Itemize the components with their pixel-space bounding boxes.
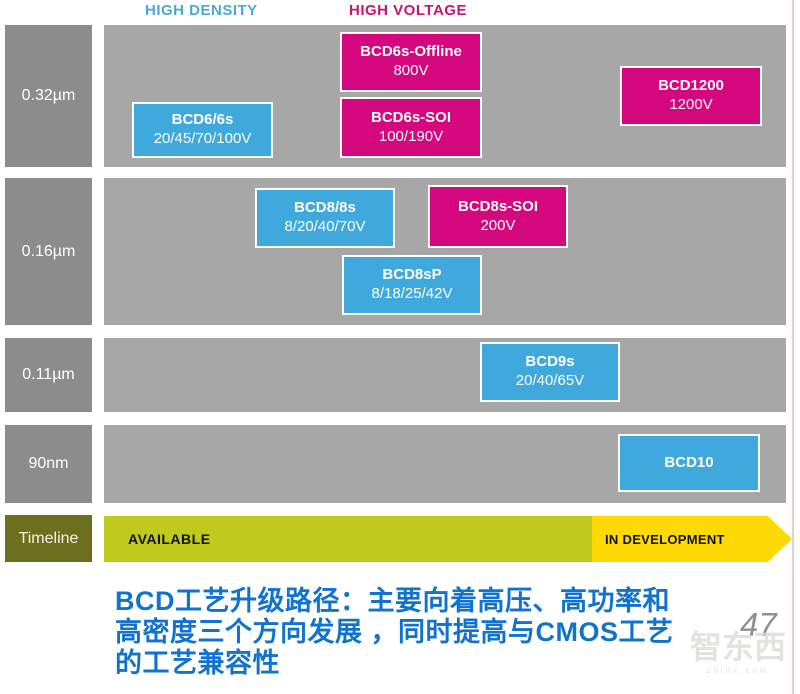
tech-box-bcd8s-soi: BCD8s-SOI 200V [428, 185, 568, 248]
caption-line-3: 的工艺兼容性 [115, 648, 280, 678]
tech-box-title: BCD8sP [382, 266, 442, 284]
column-header-high-density: HIGH DENSITY [145, 2, 258, 19]
tech-box-subtitle: 20/40/65V [515, 372, 585, 389]
tech-box-bcd8-8s: BCD8/8s 8/20/40/70V [255, 188, 395, 248]
caption-line-2: 高密度三个方向发展 ，同时提高与CMOS工艺 [115, 617, 674, 647]
tech-box-bcd6s-soi: BCD6s-SOI 100/190V [340, 97, 482, 158]
tech-box-title: BCD8s-SOI [457, 197, 539, 215]
lane-011um [104, 338, 786, 412]
tech-box-title: BCD8/8s [294, 199, 356, 217]
tech-box-title: BCD10 [664, 453, 714, 471]
page-number: 47 [740, 606, 777, 643]
timeline-available-bar: AVAILABLE [104, 516, 592, 562]
tech-box-title: BCD6/6s [171, 111, 234, 129]
row-label-011um: 0.11µm [5, 338, 92, 412]
tech-box-subtitle: 8/20/40/70V [284, 218, 366, 235]
tech-box-subtitle: 1200V [669, 96, 713, 113]
row-label-032um: 0.32µm [5, 25, 92, 167]
tech-box-title: BCD1200 [658, 77, 724, 95]
row-label-016um: 0.16µm [5, 178, 92, 325]
timeline-development-arrow: IN DEVELOPMENT [592, 516, 792, 562]
slide-caption: BCD工艺升级路径：主要向着高压、高功率和 高密度三个方向发展 ，同时提高与CM… [115, 586, 695, 679]
caption-line-1: BCD工艺升级路径：主要向着高压、高功率和 [115, 586, 670, 616]
tech-box-subtitle: 100/190V [378, 127, 444, 145]
tech-box-title: BCD6s-SOI [370, 108, 452, 126]
tech-box-title: BCD6s-Offline [360, 43, 462, 61]
page-edge-divider [792, 0, 794, 694]
tech-box-bcd8sp: BCD8sP 8/18/25/42V [342, 255, 482, 315]
timeline-label: Timeline [5, 515, 92, 562]
tech-box-bcd10: BCD10 [618, 434, 760, 492]
column-header-high-voltage: HIGH VOLTAGE [349, 2, 467, 19]
tech-box-subtitle: 200V [480, 216, 516, 234]
tech-box-bcd9s: BCD9s 20/40/65V [480, 342, 620, 402]
tech-box-title: BCD9s [525, 353, 575, 371]
tech-box-bcd6-6s: BCD6/6s 20/45/70/100V [132, 102, 273, 158]
tech-box-subtitle: 8/18/25/42V [371, 285, 453, 302]
tech-box-bcd1200: BCD1200 1200V [620, 66, 762, 126]
row-label-90nm: 90nm [5, 425, 92, 503]
tech-box-subtitle: 800V [393, 62, 429, 79]
tech-box-subtitle: 20/45/70/100V [153, 130, 252, 147]
watermark-domain: zhidx.com [706, 666, 770, 675]
tech-box-bcd6s-offline: BCD6s-Offline 800V [340, 32, 482, 92]
